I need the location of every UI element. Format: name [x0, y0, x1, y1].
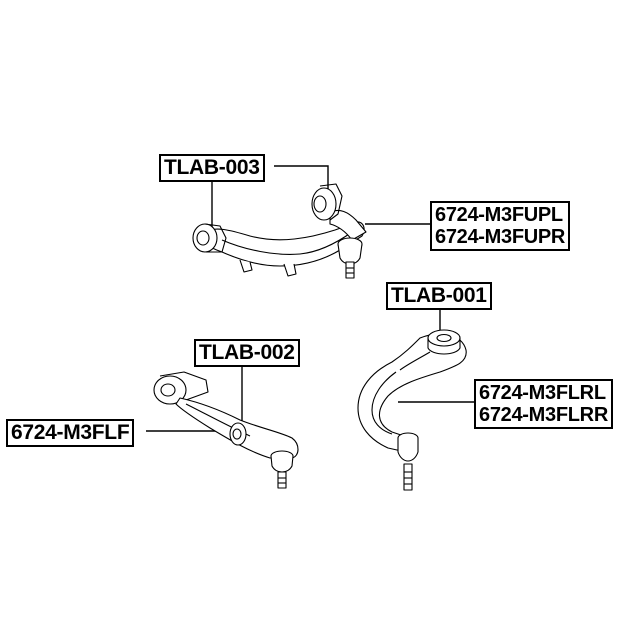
leader-lines — [146, 165, 474, 432]
tlab003-code: TLAB-003 — [164, 156, 260, 179]
m3fup-label: 6724-M3FUPL 6724-M3FUPR — [430, 201, 571, 251]
tlab001-code: TLAB-001 — [391, 284, 487, 307]
m3flf-part-number: 6724-M3FLF — [11, 421, 130, 444]
front-lower-arm — [153, 371, 299, 489]
m3fupr-part-number: 6724-M3FUPR — [435, 226, 566, 248]
m3flf-label: 6724-M3FLF — [6, 419, 135, 447]
m3fupl-part-number: 6724-M3FUPL — [435, 204, 563, 226]
leader-tlab003-right — [274, 165, 329, 190]
upper-control-arm — [192, 183, 367, 279]
m3flrr-part-number: 6724-M3FLRR — [479, 404, 608, 426]
tlab003-label: TLAB-003 — [159, 154, 265, 182]
tlab002-code: TLAB-002 — [199, 341, 295, 364]
rear-lower-arm — [357, 329, 467, 491]
tlab001-label: TLAB-001 — [386, 282, 492, 310]
tlab002-label: TLAB-002 — [194, 339, 300, 367]
m3flrl-part-number: 6724-M3FLRL — [479, 382, 606, 404]
m3flr-label: 6724-M3FLRL 6724-M3FLRR — [474, 379, 613, 429]
